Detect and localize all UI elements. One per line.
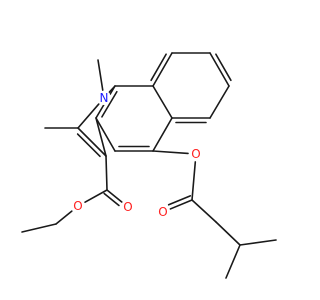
atom-label-o_c2: O <box>158 205 167 219</box>
bond-c3-a9 <box>95 117 107 157</box>
bond-c_carb-o_e1 <box>84 189 108 203</box>
molecule-structure-diagram: N O O O O <box>21 52 277 279</box>
bond-a2-a3 <box>209 52 230 87</box>
bond-a5-a6 <box>152 85 173 119</box>
bond-c_carb-o_c1-double <box>103 192 120 207</box>
atom-background-o_c1 <box>121 200 135 214</box>
bonds-layer <box>21 52 277 279</box>
bond-a3-a4 <box>209 85 230 119</box>
bond-a2-a3-double <box>215 53 232 82</box>
bond-a9-a10-double <box>101 90 118 118</box>
bond-c2-c3-double <box>76 133 101 158</box>
bond-a6-a1 <box>152 52 173 87</box>
bond-a8-a9 <box>95 117 116 152</box>
bond-ch-me3 <box>225 244 241 279</box>
bond-c2-c3 <box>77 127 107 157</box>
atom-background-o_e1 <box>71 199 85 213</box>
atom-background-n1 <box>97 91 111 105</box>
atom-label-o_c1: O <box>123 200 132 214</box>
bond-a7-o_e2 <box>152 150 189 155</box>
bond-a5-a7 <box>152 117 173 152</box>
bond-c_carb-o_c1 <box>106 189 123 203</box>
bond-c_acyl-o_c2-double <box>167 195 192 206</box>
atom-labels-layer: N O O O O <box>71 91 203 219</box>
bond-et1-et2 <box>21 223 57 233</box>
atom-background-o_c2 <box>156 205 170 219</box>
atom-label-o_e2: O <box>191 147 200 161</box>
bond-o_e2-c_acyl <box>191 161 197 201</box>
bond-n1-me1 <box>97 59 104 91</box>
bond-c_acyl-o_c2 <box>169 199 193 210</box>
bond-a10-n1 <box>108 85 116 93</box>
bond-c_acyl-ch2 <box>191 199 217 223</box>
atom-label-n1: N <box>100 91 109 105</box>
bond-c3-c_carb <box>105 155 108 191</box>
bond-n1-c2 <box>77 103 100 129</box>
atom-background-o_e2 <box>189 147 203 161</box>
bond-ch2-ch <box>215 221 241 246</box>
atom-label-o_e1: O <box>73 199 82 213</box>
bond-o_e1-et1 <box>55 210 73 225</box>
bond-a6-a1-double <box>150 53 167 82</box>
bond-ch-me4 <box>239 239 277 246</box>
